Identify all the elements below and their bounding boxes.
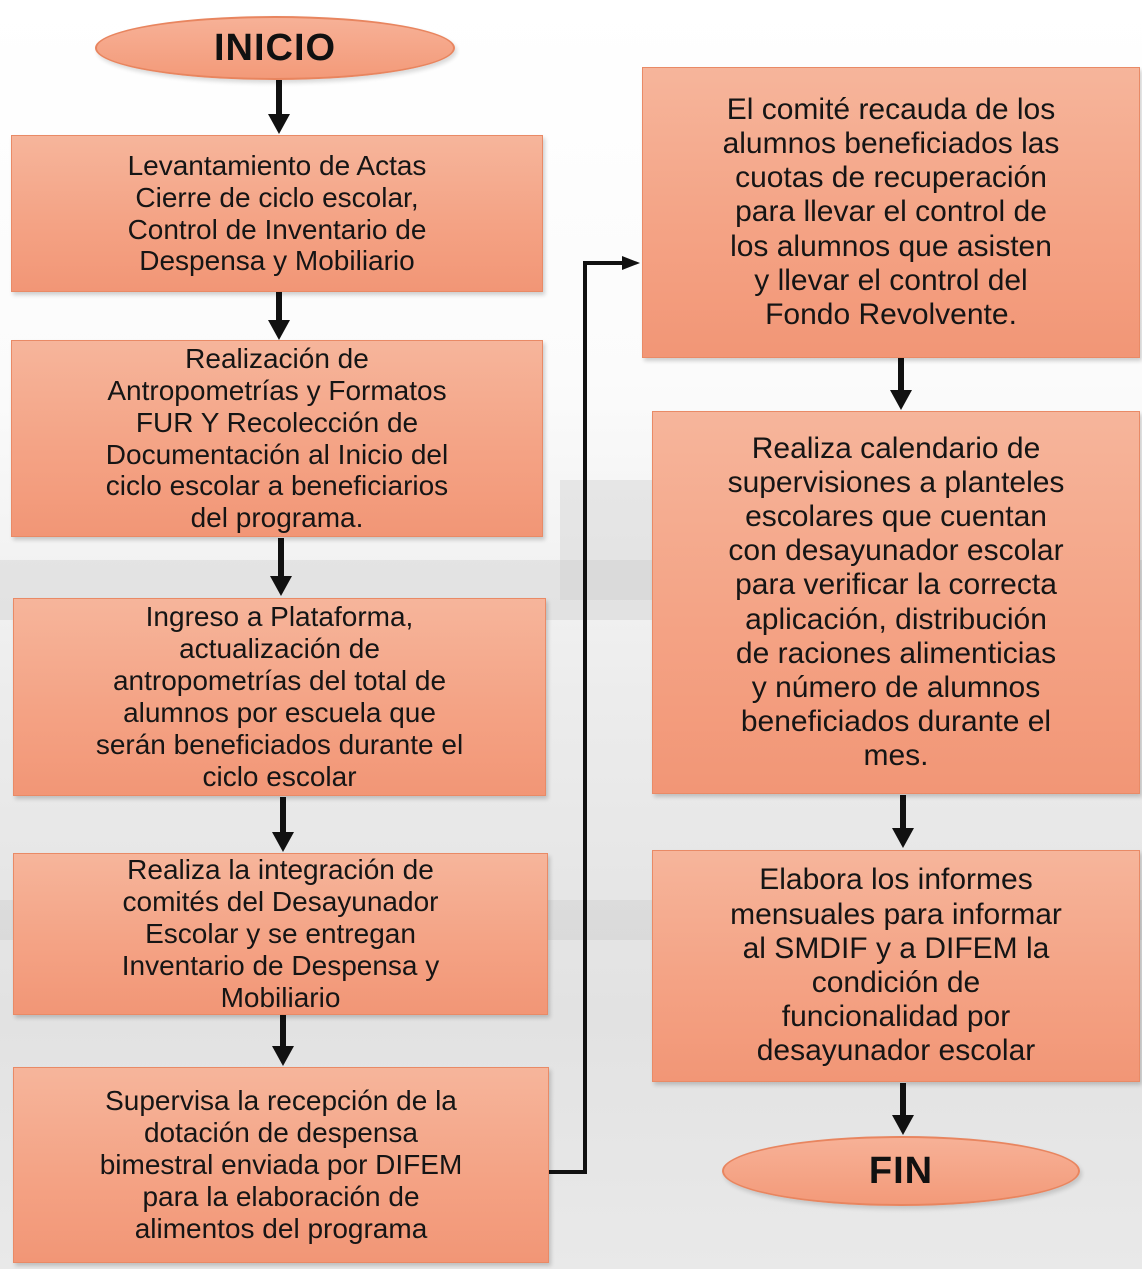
arrow-step1-to-step2	[268, 292, 290, 340]
process-step-2-text: Realización de Antropometrías y Formatos…	[105, 342, 449, 534]
end-terminator: FIN	[722, 1136, 1080, 1206]
arrow-inicio-to-step1	[268, 80, 290, 134]
process-step-3-text: Ingreso a Plataforma, actualización de a…	[95, 601, 464, 792]
process-step-3: Ingreso a Plataforma, actualización de a…	[13, 598, 546, 796]
process-step-5-text: Supervisa la recepción de la dotación de…	[99, 1085, 463, 1244]
arrow-step3-to-step4	[272, 797, 294, 852]
arrow-step4-to-step5	[272, 1015, 294, 1066]
process-step-1-text: Levantamiento de Actas Cierre de ciclo e…	[127, 149, 427, 277]
arrow-right1-to-right2	[890, 358, 912, 410]
process-step-8-text: Elabora los informes mensuales para info…	[730, 863, 1062, 1068]
process-step-8: Elabora los informes mensuales para info…	[652, 850, 1140, 1082]
end-label: FIN	[868, 1149, 934, 1192]
arrow-right2-to-right3	[892, 795, 914, 848]
arrow-step5-to-right-step1	[549, 256, 640, 1174]
arrow-right3-to-fin	[892, 1083, 914, 1135]
process-step-6: El comité recauda de los alumnos benefic…	[642, 67, 1140, 358]
process-step-6-text: El comité recauda de los alumnos benefic…	[722, 92, 1060, 331]
process-step-4-text: Realiza la integración de comités del De…	[121, 854, 440, 1013]
arrow-step2-to-step3	[270, 538, 292, 596]
process-step-7-text: Realiza calendario de supervisiones a pl…	[727, 431, 1065, 773]
start-terminator: INICIO	[95, 16, 455, 80]
process-step-1: Levantamiento de Actas Cierre de ciclo e…	[11, 135, 543, 292]
process-step-4: Realiza la integración de comités del De…	[13, 853, 548, 1015]
process-step-7: Realiza calendario de supervisiones a pl…	[652, 411, 1140, 794]
process-step-5: Supervisa la recepción de la dotación de…	[13, 1067, 549, 1263]
process-step-2: Realización de Antropometrías y Formatos…	[11, 340, 543, 537]
start-label: INICIO	[213, 26, 337, 69]
